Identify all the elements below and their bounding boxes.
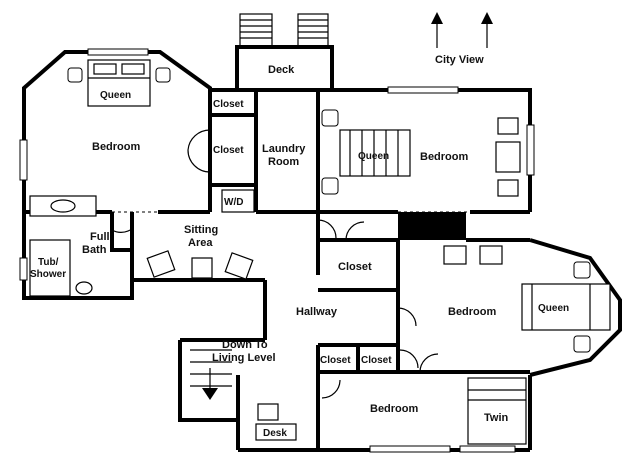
full-bath-label-1: Full	[90, 231, 110, 243]
closet-mid-label: Closet	[338, 261, 372, 273]
down-label-2: Living Level	[212, 352, 276, 364]
sitting-label-1: Sitting	[184, 224, 218, 236]
walls	[22, 45, 622, 452]
doors	[111, 129, 439, 399]
desk-label: Desk	[263, 428, 287, 439]
washer-dryer	[221, 189, 255, 213]
laundry-label-2: Room	[268, 156, 299, 168]
queen-bed-nw	[67, 59, 171, 107]
stairs-down	[190, 349, 232, 400]
closet-top-label: Closet	[213, 99, 244, 110]
north-arrow-icons	[431, 12, 493, 48]
tub-label-2: Shower	[30, 269, 66, 280]
wd-label: W/D	[224, 197, 243, 208]
openings	[112, 89, 470, 291]
hallway-label: Hallway	[296, 306, 338, 318]
full-bath-label-2: Bath	[82, 244, 107, 256]
windows	[19, 48, 535, 453]
twin-label: Twin	[484, 412, 509, 424]
sitting-chairs	[146, 250, 254, 280]
queen-label-e: Queen	[538, 303, 569, 314]
desk	[255, 403, 297, 441]
queen-label-nw: Queen	[100, 90, 131, 101]
twin-bed	[467, 377, 527, 445]
closet-side-label: Closet	[213, 145, 244, 156]
east-bedroom-furniture	[443, 245, 611, 353]
city-view-label: City View	[435, 54, 484, 66]
sitting-label-2: Area	[188, 237, 213, 249]
bedroom-ne-label: Bedroom	[420, 151, 469, 163]
bedroom-e-label: Bedroom	[448, 306, 497, 318]
bath-fixtures	[29, 195, 97, 297]
deck-label: Deck	[268, 64, 295, 76]
queen-label-ne: Queen	[358, 151, 389, 162]
deck-stairs	[239, 13, 329, 47]
bedroom-nw-label: Bedroom	[92, 141, 141, 153]
queen-bed-ne	[321, 109, 521, 197]
tub-label-1: Tub/	[38, 257, 59, 268]
down-label-1: Down To	[222, 339, 268, 351]
closet-s1-label: Closet	[320, 355, 351, 366]
bedroom-s-label: Bedroom	[370, 403, 419, 415]
closet-s2-label: Closet	[361, 355, 392, 366]
laundry-label-1: Laundry	[262, 143, 306, 155]
